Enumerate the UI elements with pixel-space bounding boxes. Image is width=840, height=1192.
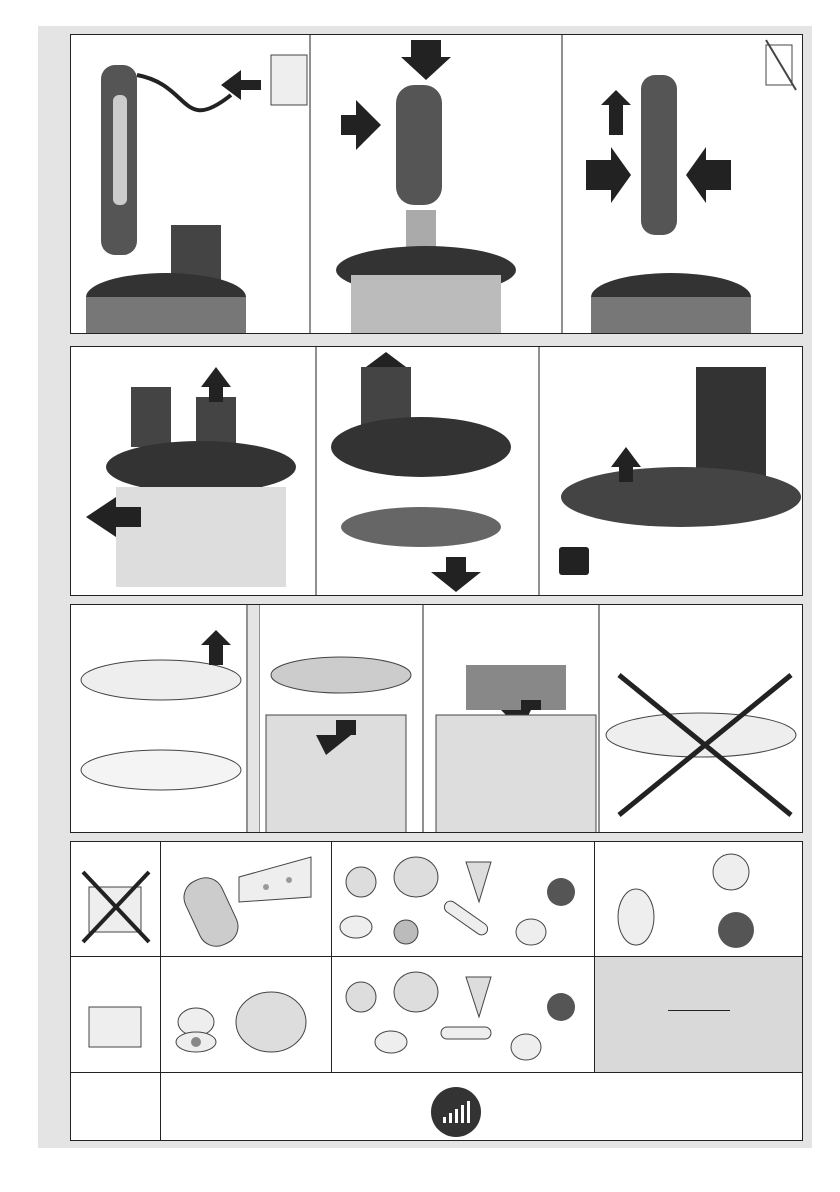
pineapple-icon	[618, 889, 654, 945]
carrot-icon-2	[466, 977, 491, 1017]
disc-assembly-icon	[81, 630, 241, 790]
speed-signal-icon	[431, 1087, 481, 1137]
step-disassemble	[70, 346, 803, 596]
chicken-icon	[236, 992, 306, 1052]
onion-icon-2	[346, 982, 376, 1012]
not-allowed-icon	[606, 675, 796, 815]
step-connect-and-start	[70, 34, 803, 334]
beetroot-icon	[547, 878, 575, 906]
celeriac-icon	[516, 919, 546, 945]
cucumber-icon-2	[441, 1027, 491, 1039]
unlock-icon	[586, 40, 796, 334]
onion-icon	[346, 867, 376, 897]
carrot-icon	[466, 862, 491, 902]
egg-icon	[176, 1008, 216, 1052]
celeriac-icon-2	[511, 1034, 541, 1060]
row1-illustrations	[71, 35, 803, 334]
kiwi-icon	[718, 912, 754, 948]
pumpkin-icon-2	[394, 972, 438, 1012]
plug-in-icon	[137, 55, 307, 110]
pumpkin-icon	[394, 857, 438, 897]
clean-grid-icon	[436, 665, 596, 833]
potato-icon	[340, 916, 372, 938]
cheese-icon	[239, 857, 311, 902]
cucumber-icon	[442, 899, 490, 938]
row2-illustrations	[71, 347, 803, 596]
sausage-icon	[178, 872, 244, 952]
row3-illustrations	[71, 605, 803, 833]
tomato-icon	[394, 920, 418, 944]
apple-icon	[713, 854, 749, 890]
boiling-pot-icon	[89, 1007, 141, 1047]
press-button-icon	[336, 40, 516, 334]
insert-grid-icon	[266, 657, 411, 833]
step-dicing-accessory	[70, 604, 803, 833]
cooking-pot-icon	[83, 872, 149, 942]
beetroot-icon-2	[547, 993, 575, 1021]
blank-label-line	[668, 1010, 730, 1011]
hand-blender-icon	[86, 65, 246, 334]
potato-icon-2	[375, 1031, 407, 1053]
lid-lift-icon	[331, 352, 511, 592]
remove-lid-icon	[86, 367, 296, 587]
remove-disc-icon	[559, 367, 801, 575]
